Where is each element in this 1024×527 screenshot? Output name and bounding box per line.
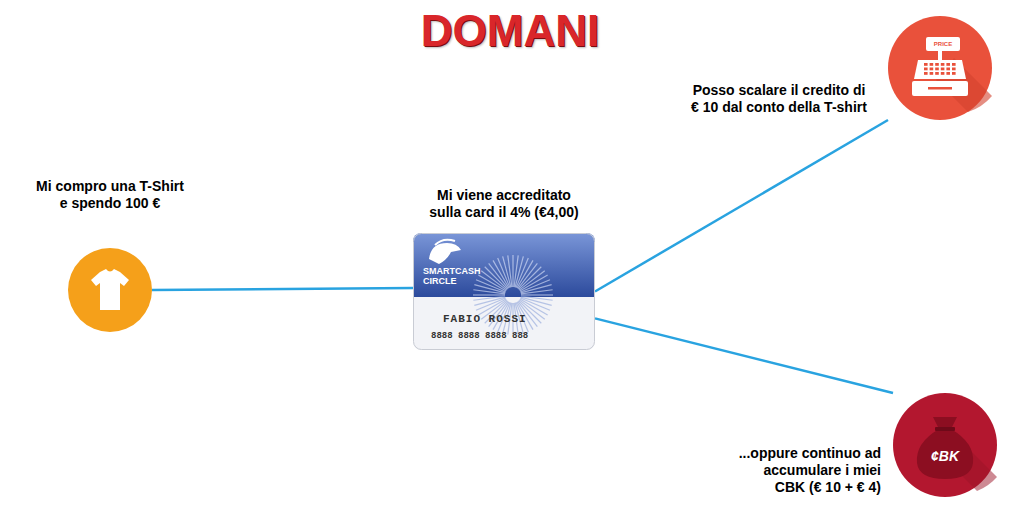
connector-line [152, 288, 413, 290]
cashback-card: Mi viene accreditato sulla card il 4% (€… [413, 233, 595, 350]
card-holder-name: FABIO ROSSI [443, 313, 583, 326]
cash-register-circle-shape [888, 16, 992, 120]
card-number: 8888 8888 8888 888 [431, 331, 591, 342]
diagram-title: DOMANI [0, 6, 1020, 56]
node-caption: Mi compro una T-Shirt e spendo 100 € [33, 178, 188, 212]
tshirt-icon-circle-shape [68, 248, 152, 332]
connector-line [595, 318, 893, 393]
node-caption: ...oppure continuo ad accumulare i miei … [731, 445, 881, 496]
bag-symbol: ¢BK [919, 448, 971, 464]
node-caption: Posso scalare il credito di € 10 dal con… [688, 82, 870, 116]
money-bag-circle: ...oppure continuo ad accumulare i miei … [893, 393, 997, 497]
connector-line [595, 120, 888, 292]
price-display: PRICE [926, 39, 960, 49]
card-brand: SMARTCASH CIRCLE [423, 266, 487, 286]
tshirt-icon-circle: Mi compro una T-Shirt e spendo 100 € [68, 248, 152, 332]
money-bag-circle-shape [893, 393, 997, 497]
cash-register-circle: Posso scalare il credito di € 10 dal con… [888, 16, 992, 120]
node-caption: Mi viene accreditato sulla card il 4% (€… [422, 187, 587, 221]
